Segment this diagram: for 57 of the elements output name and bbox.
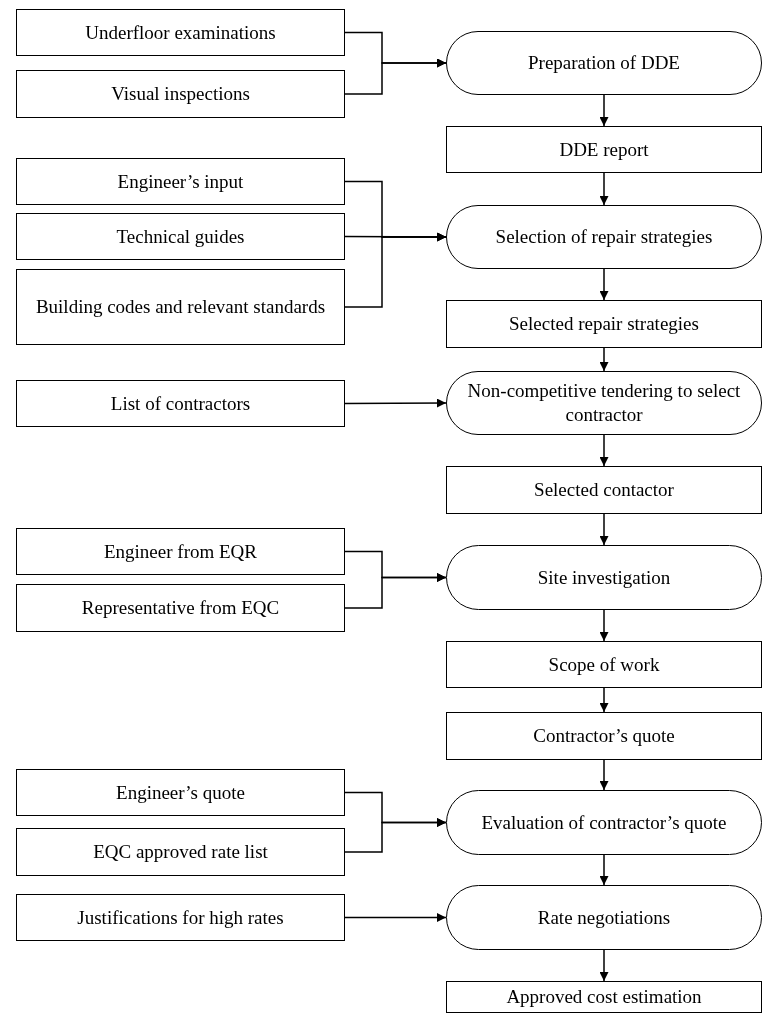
arrow <box>344 573 447 609</box>
node-label: Scope of work <box>548 652 660 677</box>
arrow <box>599 172 609 206</box>
process-box <box>16 213 345 260</box>
process-box <box>16 70 345 118</box>
node-label: Selection of repair strategies <box>495 225 713 249</box>
arrow <box>599 268 609 301</box>
node-label: DDE report <box>559 137 649 162</box>
node-label: Justifications for high rates <box>77 905 284 930</box>
node-label: Approved cost estimation <box>506 985 702 1009</box>
arrow <box>599 759 609 791</box>
process-box <box>446 641 762 688</box>
node-label: Contractor’s quote <box>533 724 675 748</box>
arrow <box>344 58 447 95</box>
node-label: Rate negotiations <box>537 905 671 930</box>
arrow <box>599 513 609 546</box>
node-label: Representative from EQC <box>81 596 280 620</box>
arrow <box>344 818 447 853</box>
arrow <box>599 434 609 467</box>
process-box <box>16 828 345 876</box>
arrow <box>599 609 609 642</box>
arrow <box>599 687 609 713</box>
node-label: Selected repair strategies <box>509 312 699 336</box>
node-label: Non-competitive tendering to select contractor <box>466 379 742 427</box>
arrow <box>344 232 447 308</box>
process-box <box>446 712 762 760</box>
node-label: Engineer’s quote <box>116 780 245 805</box>
node-label: List of contractors <box>110 391 251 416</box>
arrow <box>599 94 609 127</box>
arrow <box>344 913 447 922</box>
node-label: Engineer from EQR <box>104 539 257 564</box>
process-box <box>16 9 345 56</box>
node-label: Evaluation of contractor’s quote <box>481 810 727 835</box>
arrow <box>599 854 609 886</box>
process-box <box>446 126 762 173</box>
process-box <box>446 466 762 514</box>
arrow <box>599 347 609 372</box>
node-label: Preparation of DDE <box>528 51 680 75</box>
process-box <box>16 158 345 205</box>
node-label: Engineer’s input <box>117 169 244 194</box>
process-box <box>16 584 345 632</box>
node-label: EQC approved rate list <box>93 840 268 864</box>
node-label: Selected contactor <box>534 478 674 502</box>
process-box <box>16 269 345 345</box>
arrow <box>599 949 609 982</box>
node-label: Site investigation <box>537 565 671 590</box>
process-box <box>446 300 762 348</box>
process-box <box>16 769 345 816</box>
node-label: Underfloor examinations <box>85 20 276 45</box>
node-label: Technical guides <box>116 224 245 249</box>
process-box <box>446 981 762 1013</box>
process-box <box>16 894 345 941</box>
node-label: Building codes and relevant standards <box>35 295 326 319</box>
process-box <box>16 380 345 427</box>
arrow <box>344 398 447 408</box>
node-label: Visual inspections <box>111 82 250 106</box>
process-box <box>16 528 345 575</box>
